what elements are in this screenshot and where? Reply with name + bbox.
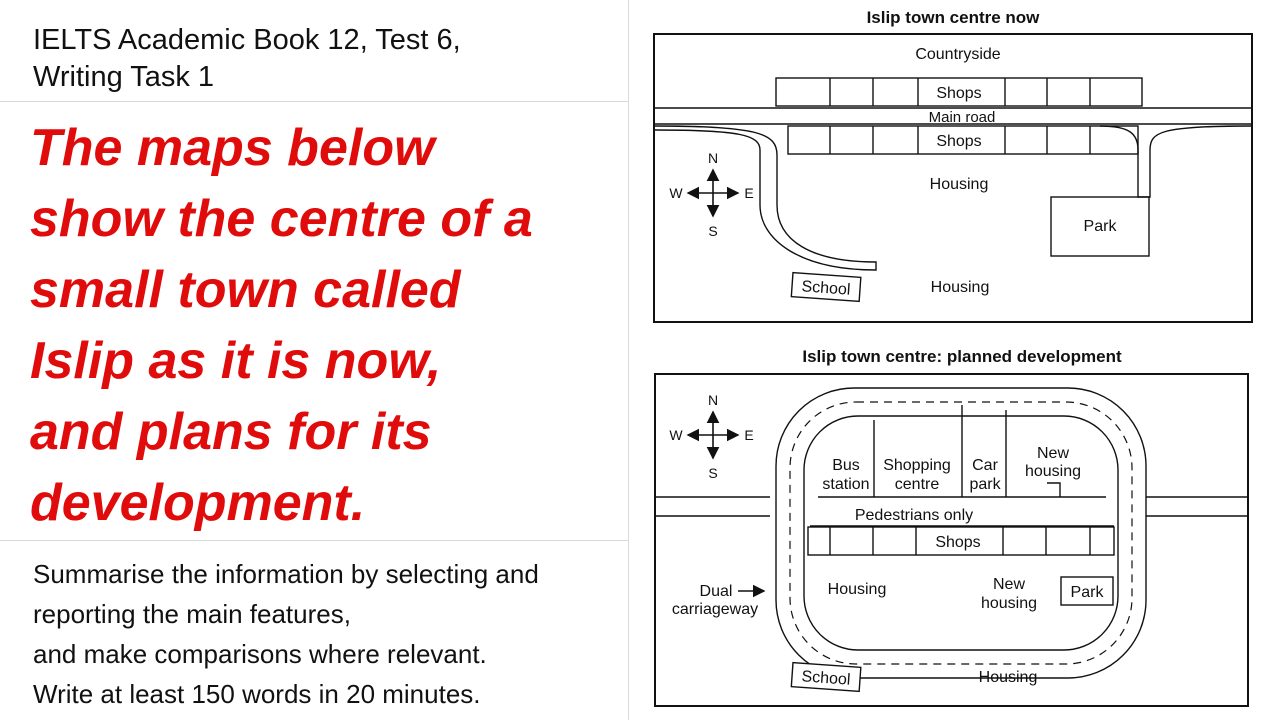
- shops-north-block: [775, 77, 1143, 107]
- map-planned-title: Islip town centre: planned development: [802, 347, 1122, 366]
- countryside-label: Countryside: [915, 46, 1000, 63]
- school-label-planned: School: [801, 668, 851, 688]
- car-park-label-2: park: [969, 476, 1001, 493]
- prompt-line: and plans for its: [30, 403, 432, 461]
- vertical-divider: [628, 0, 629, 720]
- prompt-line: development.: [30, 474, 366, 532]
- housing-north-label: Housing: [930, 176, 989, 193]
- dual-carriageway-label-1: Dual: [700, 583, 733, 600]
- bus-station-label-2: station: [822, 476, 869, 493]
- pedestrians-only-label: Pedestrians only: [855, 507, 973, 524]
- map-now: Islip town centre now Countryside Shops …: [653, 8, 1253, 323]
- bus-station-label-1: Bus: [832, 457, 860, 474]
- task-prompt: The maps below show the centre of a smal…: [30, 113, 620, 539]
- compass-n: N: [708, 150, 718, 166]
- car-park-label-1: Car: [972, 457, 998, 474]
- instruction-line: reporting the main features,: [33, 599, 351, 629]
- instruction-line: and make comparisons where relevant.: [33, 639, 487, 669]
- task-panel: IELTS Academic Book 12, Test 6, Writing …: [0, 0, 628, 720]
- map-planned: Islip town centre: planned development B…: [654, 347, 1249, 707]
- compass-planned-w: W: [669, 427, 683, 443]
- park-label: Park: [1084, 218, 1118, 235]
- park-block: [1050, 196, 1150, 257]
- map-planned-frame: [654, 373, 1249, 707]
- book-reference: IELTS Academic Book 12, Test 6, Writing …: [33, 22, 461, 96]
- prompt-line: Islip as it is now,: [30, 332, 442, 390]
- book-line-2: Writing Task 1: [33, 61, 215, 93]
- housing-west-label: Housing: [828, 581, 887, 598]
- east-side-road: [1099, 125, 1252, 198]
- shopping-centre-label-1: Shopping: [883, 457, 951, 474]
- maps-figure: Islip town centre now Countryside Shops …: [653, 8, 1253, 707]
- school-label: School: [801, 278, 851, 298]
- prompt-line: small town called: [30, 261, 461, 319]
- dual-carriageway-label-2: carriageway: [672, 601, 758, 618]
- housing-south-label-planned: Housing: [979, 669, 1038, 686]
- park-label-planned: Park: [1071, 584, 1105, 601]
- book-line-1: IELTS Academic Book 12, Test 6,: [33, 24, 461, 56]
- compass-w: W: [669, 185, 683, 201]
- school-block: School: [790, 271, 862, 303]
- map-now-frame: [653, 33, 1253, 323]
- shopping-centre-label-2: centre: [895, 476, 940, 493]
- ring-road-inner: [803, 415, 1119, 651]
- shops-south-label: Shops: [936, 133, 981, 150]
- housing-south-label: Housing: [931, 279, 990, 296]
- instruction-line: Write at least 150 words in 20 minutes.: [33, 679, 481, 709]
- divider-top: [0, 101, 628, 102]
- ring-road-outer: [775, 387, 1147, 679]
- shops-south-block: [787, 125, 1139, 155]
- new-housing-north-label-1: New: [1037, 445, 1069, 462]
- park-block-planned: [1060, 576, 1114, 606]
- new-housing-south-label-1: New: [993, 576, 1025, 593]
- road-east-stub: [1146, 496, 1248, 517]
- shops-north-label: Shops: [936, 85, 981, 102]
- shops-label: Shops: [935, 534, 980, 551]
- prompt-line: The maps below: [30, 119, 435, 177]
- divider-bottom: [0, 540, 628, 541]
- compass-now-icon: [686, 168, 740, 218]
- north-blocks: [818, 405, 1106, 498]
- shops-block: [807, 526, 1115, 556]
- new-housing-north-label-2: housing: [1025, 463, 1081, 480]
- compass-planned-s: S: [708, 465, 717, 481]
- task-instructions: Summarise the information by selecting a…: [33, 554, 539, 714]
- maps-panel: Islip town centre now Countryside Shops …: [630, 0, 1280, 720]
- compass-s: S: [708, 223, 717, 239]
- west-side-road: [654, 125, 877, 271]
- compass-planned-e: E: [744, 427, 753, 443]
- ring-road-centre-line: [789, 401, 1133, 665]
- new-housing-south-label-2: housing: [981, 595, 1037, 612]
- prompt-line: show the centre of a: [30, 190, 533, 248]
- road-west-stub: [655, 496, 770, 517]
- main-road-label-bg: [915, 110, 1007, 123]
- main-road-label: Main road: [929, 109, 996, 126]
- map-now-title: Islip town centre now: [867, 8, 1041, 27]
- instruction-line: Summarise the information by selecting a…: [33, 559, 539, 589]
- compass-e: E: [744, 185, 753, 201]
- compass-planned-n: N: [708, 392, 718, 408]
- compass-planned-icon: [686, 410, 740, 460]
- school-block-planned: School: [790, 661, 862, 693]
